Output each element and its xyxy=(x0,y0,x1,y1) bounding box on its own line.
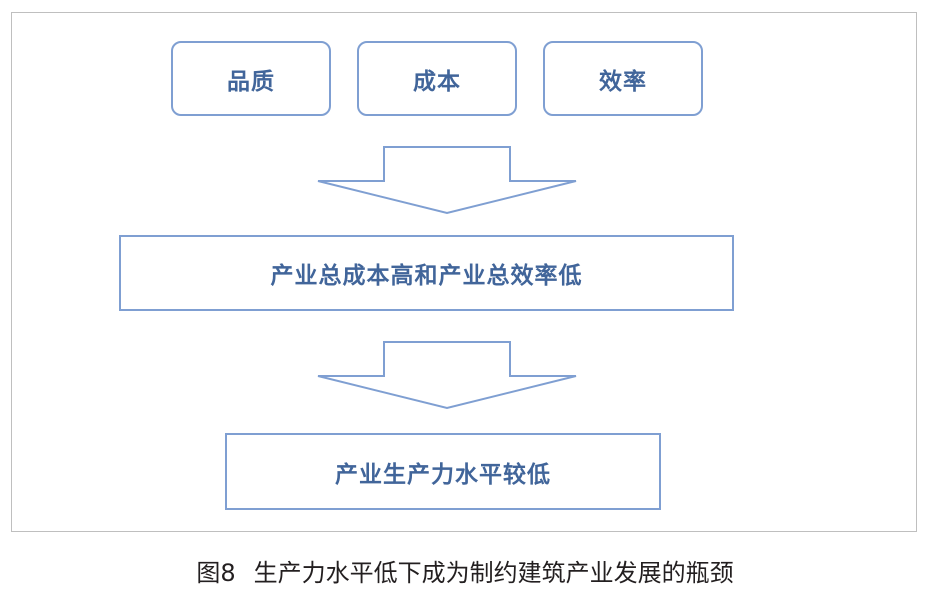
figure-number: 图8 xyxy=(196,559,236,587)
box-total-cost-efficiency-label: 产业总成本高和产业总效率低 xyxy=(270,263,583,289)
box-productivity-level: 产业生产力水平较低 xyxy=(225,433,661,510)
box-efficiency: 效率 xyxy=(543,41,703,116)
figure-frame xyxy=(11,12,917,532)
box-productivity-level-label: 产业生产力水平较低 xyxy=(335,461,551,488)
box-efficiency-label: 效率 xyxy=(599,68,647,95)
box-total-cost-efficiency: 产业总成本高和产业总效率低 xyxy=(119,235,734,311)
down-arrow-icon xyxy=(317,146,577,215)
down-arrow-icon xyxy=(317,341,577,410)
figure-caption: 图8 生产力水平低下成为制约建筑产业发展的瓶颈 xyxy=(0,553,930,588)
box-quality-label: 品质 xyxy=(227,68,275,95)
box-cost: 成本 xyxy=(357,41,517,116)
box-quality: 品质 xyxy=(171,41,331,116)
box-cost-label: 成本 xyxy=(413,68,461,95)
figure-caption-text: 生产力水平低下成为制约建筑产业发展的瓶颈 xyxy=(253,559,734,587)
